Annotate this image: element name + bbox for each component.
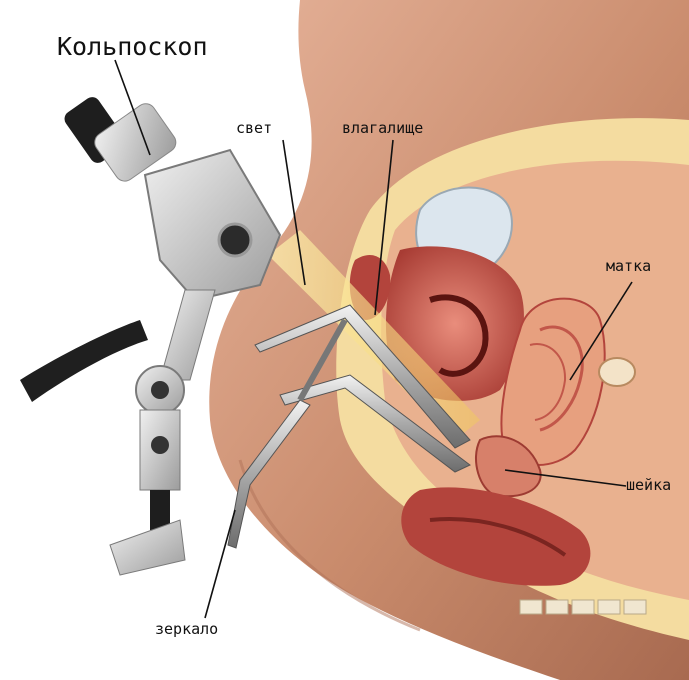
label-colposcope: Кольпоскоп xyxy=(57,34,208,59)
label-speculum: зеркало xyxy=(155,622,218,637)
sacrum xyxy=(520,600,646,614)
label-light: свет xyxy=(236,121,272,136)
leader-speculum xyxy=(205,510,235,618)
label-uterus: матка xyxy=(606,259,651,274)
ovary xyxy=(599,358,635,386)
label-vagina: влагалище xyxy=(342,121,423,136)
label-cervix: шейка xyxy=(626,478,671,493)
